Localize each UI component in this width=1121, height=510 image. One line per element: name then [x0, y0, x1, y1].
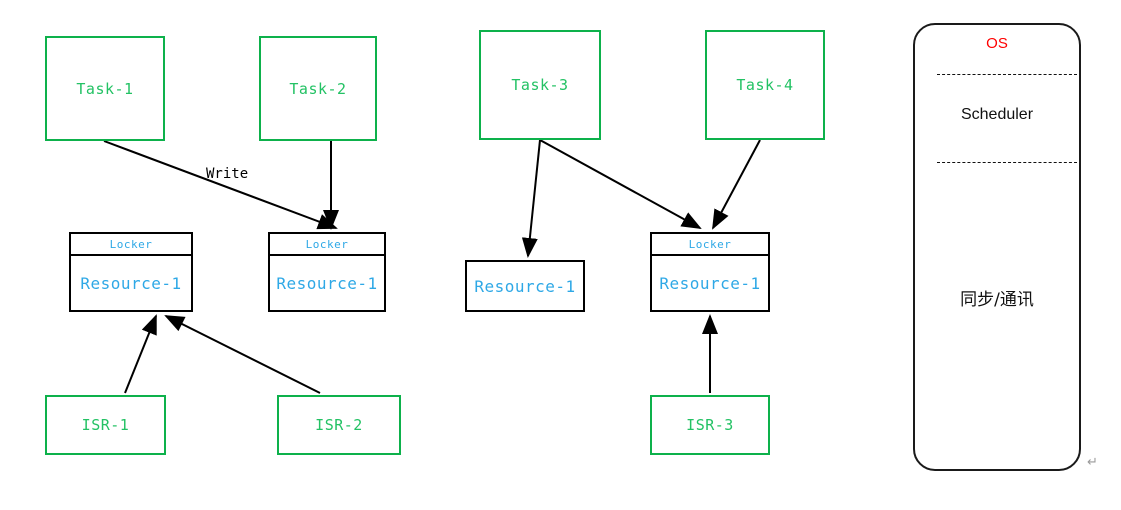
isr-label: ISR-1	[81, 416, 130, 434]
edge-task1-write-resource1a	[103, 140, 338, 230]
isr-label: ISR-3	[686, 416, 734, 434]
locker-label: Locker	[109, 237, 153, 251]
os-divider-top	[937, 74, 1077, 75]
task-label: Task-3	[511, 76, 569, 94]
resource-label: Resource-1	[80, 273, 182, 293]
edge-task4-resource1d	[712, 139, 761, 230]
locker-label: Locker	[688, 237, 732, 251]
edge-label-write: Write	[206, 166, 249, 182]
locker-bar: Locker	[270, 234, 384, 256]
os-divider-bottom	[937, 162, 1077, 163]
isr-box-2[interactable]: ISR-2	[277, 395, 401, 455]
os-section-scheduler: Scheduler	[960, 106, 1034, 123]
isr-label: ISR-2	[315, 416, 363, 434]
resource-label-wrap: Resource-1	[652, 256, 768, 310]
resource-box-4[interactable]: Locker Resource-1	[650, 232, 770, 312]
task-box-4[interactable]: Task-4	[705, 30, 825, 140]
task-label: Task-1	[76, 79, 134, 98]
os-title: OS	[986, 35, 1008, 52]
os-section-sync: 同步/通讯	[960, 290, 1034, 310]
locker-bar: Locker	[71, 234, 191, 256]
task-label: Task-4	[736, 76, 794, 94]
edge-task3-resource1d	[539, 139, 702, 229]
edge-isr2-resource1a	[164, 315, 321, 394]
resource-box-2[interactable]: Locker Resource-1	[268, 232, 386, 312]
resource-label-wrap: Resource-1	[71, 256, 191, 310]
task-label: Task-2	[289, 79, 347, 98]
task-box-1[interactable]: Task-1	[45, 36, 165, 141]
locker-bar: Locker	[652, 234, 768, 256]
paragraph-mark-icon: ↵	[1087, 455, 1098, 470]
resource-label-wrap: Resource-1	[270, 256, 384, 310]
task-box-2[interactable]: Task-2	[259, 36, 377, 141]
isr-box-1[interactable]: ISR-1	[45, 395, 166, 455]
resource-label: Resource-1	[659, 273, 761, 293]
resource-label: Resource-1	[474, 276, 576, 296]
os-panel[interactable]: OS Scheduler 同步/通讯	[913, 23, 1081, 471]
resource-box-1[interactable]: Locker Resource-1	[69, 232, 193, 312]
resource-label-wrap: Resource-1	[467, 262, 583, 310]
resource-box-3[interactable]: Resource-1	[465, 260, 585, 312]
edge-isr1-resource1a	[124, 314, 157, 394]
locker-label: Locker	[305, 237, 349, 251]
resource-label: Resource-1	[276, 273, 378, 293]
task-box-3[interactable]: Task-3	[479, 30, 601, 140]
edge-task3-resource1c	[521, 139, 541, 258]
isr-box-3[interactable]: ISR-3	[650, 395, 770, 455]
